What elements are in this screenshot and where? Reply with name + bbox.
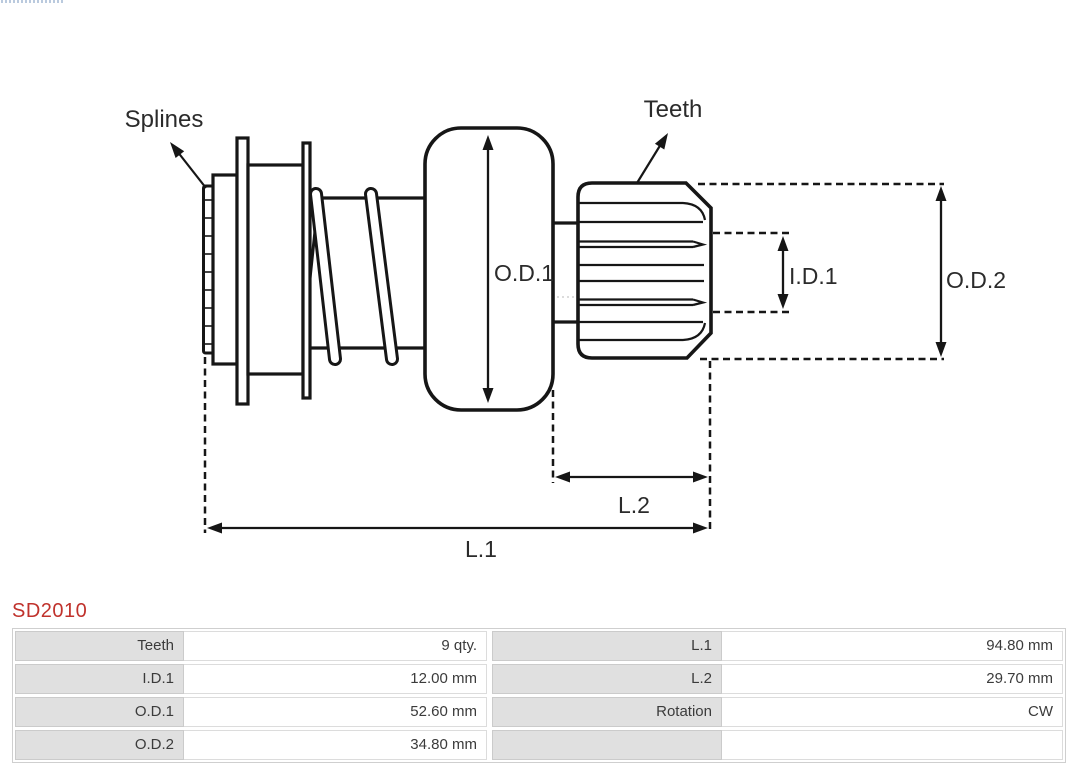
teeth-arrowhead (654, 133, 668, 150)
spec-table: Teeth 9 qty. I.D.1 12.00 mm O.D.1 52.60 … (12, 628, 1066, 763)
spec-value: 12.00 mm (184, 664, 487, 694)
collar-section (211, 173, 239, 366)
spec-label: I.D.1 (15, 664, 184, 694)
table-row: L.1 94.80 mm (492, 631, 1063, 661)
top-edge-artifact (1, 0, 65, 3)
spring-coil-2 (364, 187, 399, 366)
spec-value: 52.60 mm (184, 697, 487, 727)
spec-value: 94.80 mm (722, 631, 1063, 661)
splines-arrowhead (170, 142, 185, 158)
table-row: O.D.1 52.60 mm (15, 697, 487, 727)
table-row: Teeth 9 qty. (15, 631, 487, 661)
spec-table-left-column: Teeth 9 qty. I.D.1 12.00 mm O.D.1 52.60 … (15, 631, 487, 760)
spec-value (722, 730, 1063, 760)
spline-serrations (204, 199, 213, 345)
table-row: L.2 29.70 mm (492, 664, 1063, 694)
dimension-arrows (207, 135, 947, 534)
spec-label (492, 730, 722, 760)
spec-label: L.2 (492, 664, 722, 694)
leader-arrows (170, 133, 668, 189)
part-outline-group (202, 126, 713, 412)
spec-value: 9 qty. (184, 631, 487, 661)
spec-value: 29.70 mm (722, 664, 1063, 694)
table-row: O.D.2 34.80 mm (15, 730, 487, 760)
splines-leader-line (176, 150, 207, 189)
teeth-label: Teeth (644, 96, 703, 123)
id1-label: I.D.1 (789, 263, 838, 289)
spec-value: CW (722, 697, 1063, 727)
extension-lines (203, 182, 944, 533)
spec-label: O.D.2 (15, 730, 184, 760)
teeth-leader-line (636, 143, 662, 184)
spec-label: Rotation (492, 697, 722, 727)
spec-table-right-column: L.1 94.80 mm L.2 29.70 mm Rotation CW (492, 631, 1063, 760)
table-row: Rotation CW (492, 697, 1063, 727)
hub-section (246, 163, 305, 376)
od1-label: O.D.1 (494, 260, 554, 286)
spring-coil-1 (309, 187, 342, 366)
technical-drawing: Splines Teeth O.D.1 I.D.1 O.D.2 L.2 L.1 (125, 96, 1006, 562)
table-row (492, 730, 1063, 760)
l1-label: L.1 (465, 536, 497, 562)
table-row: I.D.1 12.00 mm (15, 664, 487, 694)
spec-value: 34.80 mm (184, 730, 487, 760)
spec-label: Teeth (15, 631, 184, 661)
od2-label: O.D.2 (946, 267, 1006, 293)
pinion-teeth-lines (578, 201, 708, 342)
flange-right (301, 141, 312, 400)
pinion-gear (576, 181, 713, 360)
spec-label: L.1 (492, 631, 722, 661)
flange-left (235, 136, 250, 406)
part-code: SD2010 (12, 600, 88, 622)
splines-label: Splines (125, 106, 204, 133)
spec-label: O.D.1 (15, 697, 184, 727)
l2-label: L.2 (618, 492, 650, 518)
